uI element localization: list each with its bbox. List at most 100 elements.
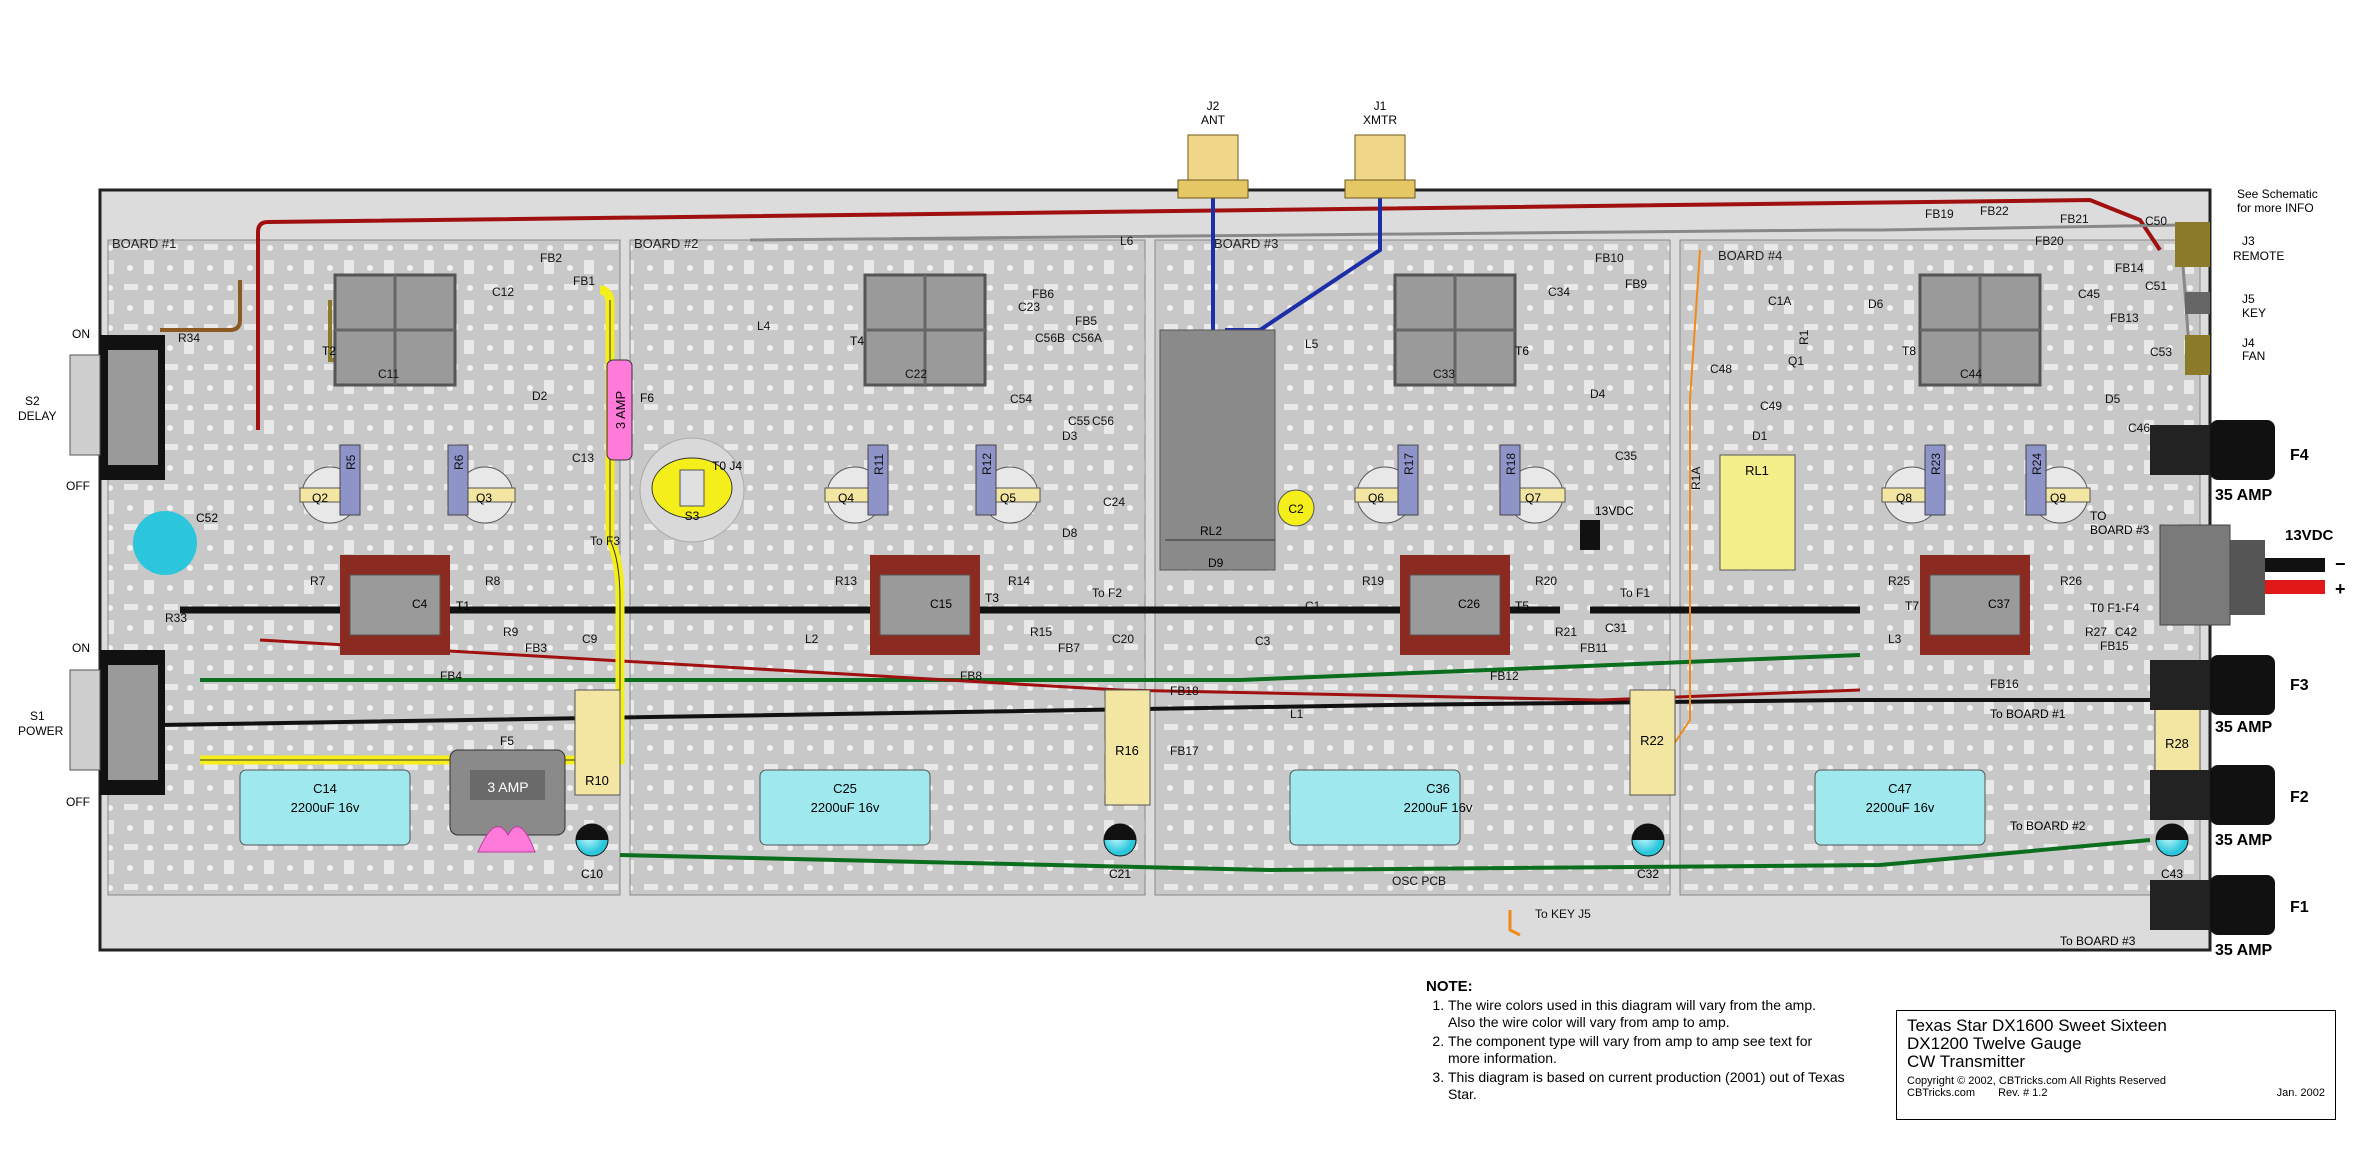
- resistor-r10: R10: [574, 689, 621, 796]
- r13-label: R13: [835, 574, 857, 588]
- fb6-label: FB6: [1032, 287, 1054, 301]
- s3-label: S3: [685, 509, 700, 523]
- t1-label: T1: [456, 599, 470, 613]
- l5-label: L5: [1305, 337, 1319, 351]
- minus-label: −: [2335, 554, 2346, 574]
- f6-rating: 3 AMP: [613, 391, 628, 429]
- c20-label: C20: [1112, 632, 1134, 646]
- c42-label: C42: [2115, 625, 2137, 639]
- title-block: Texas Star DX1600 Sweet Sixteen DX1200 T…: [1896, 1010, 2336, 1120]
- f1-amp: 35 AMP: [2215, 942, 2273, 959]
- r22-label: R22: [1640, 733, 1664, 748]
- j2-sub: ANT: [1201, 113, 1226, 127]
- q3-label: Q3: [476, 491, 492, 505]
- fuse-holder-f1: F1 35 AMP: [2150, 875, 2309, 959]
- l3-label: L3: [1888, 632, 1902, 646]
- switch-s2: ON OFF S2 DELAY: [18, 327, 165, 493]
- cap-c36: C36 2200uF 16v: [1289, 769, 1473, 846]
- r9-label: R9: [503, 625, 519, 639]
- cap-c10: C10: [575, 823, 609, 881]
- r1a-label: R1A: [1689, 467, 1703, 490]
- r11-label: R11: [872, 454, 886, 475]
- cap-c25: C25 2200uF 16v: [759, 769, 931, 846]
- s2-label: S2: [25, 394, 40, 408]
- fb13-label: FB13: [2110, 311, 2139, 325]
- transistor-q4: Q4: [824, 444, 889, 524]
- c21-label: C21: [1109, 867, 1131, 881]
- c4-label: C4: [412, 597, 428, 611]
- j1-sub: XMTR: [1363, 113, 1397, 127]
- vdc13-label: 13VDC: [1595, 504, 1634, 518]
- r19-label: R19: [1362, 574, 1384, 588]
- fb21-label: FB21: [2060, 212, 2089, 226]
- board-4-label: BOARD #4: [1718, 248, 1782, 263]
- c34-label: C34: [1548, 285, 1570, 299]
- relay-rl1: RL1: [1719, 454, 1796, 571]
- r6-label: R6: [452, 454, 466, 470]
- s1-off: OFF: [66, 795, 90, 809]
- to-f2-label: To F2: [1092, 586, 1122, 600]
- c54-label: C54: [1010, 392, 1032, 406]
- c11-label: C11: [378, 367, 399, 381]
- fb1-label: FB1: [573, 274, 595, 288]
- c23-label: C23: [1018, 300, 1040, 314]
- r33-label: R33: [165, 611, 187, 625]
- brown-wire-s2: [160, 280, 242, 332]
- r14-label: R14: [1008, 574, 1030, 588]
- transformer-t5: C26 T5: [1400, 555, 1529, 655]
- t3-label: T3: [985, 591, 999, 605]
- c15-label: C15: [930, 597, 952, 611]
- s1-label: S1: [30, 709, 45, 723]
- to-board3-label: TO: [2090, 509, 2106, 523]
- f6-label: F6: [640, 391, 654, 405]
- c48-label: C48: [1710, 362, 1732, 376]
- c22-label: C22: [905, 367, 927, 381]
- board-labels: BOARD #1 BOARD #2 BOARD #3 BOARD #4: [112, 236, 1782, 263]
- q6-label: Q6: [1368, 491, 1384, 505]
- bypass-caps: C10 C21 C32 C43: [575, 823, 2189, 881]
- fb16-label: FB16: [1990, 677, 2019, 691]
- transformer-t4: T4: [850, 273, 987, 387]
- f3-label: F3: [2290, 677, 2309, 694]
- title-line-3: CW Transmitter: [1907, 1052, 2026, 1071]
- to-board3b-label: To BOARD #3: [2060, 934, 2136, 948]
- fb12-label: FB12: [1490, 669, 1519, 683]
- connector-j1: J1 XMTR: [1344, 99, 1416, 199]
- transistors: Q2 Q3 Q4 Q5 Q6: [299, 444, 2091, 524]
- red-top-wire: [256, 197, 2162, 430]
- to-key-label: To KEY J5: [1535, 907, 1591, 921]
- output-transformers: C4 T1 C15 T3 C26 T5 C37 T7: [340, 555, 2030, 655]
- to-f1-label: To F1: [1620, 586, 1650, 600]
- see-schematic-2: for more INFO: [2237, 201, 2314, 215]
- j4-label: J4: [2242, 336, 2255, 350]
- fuse-f6: 3 AMP F6: [606, 359, 654, 461]
- note-item: The component type will vary from amp to…: [1448, 1033, 1846, 1067]
- green-lower: [619, 838, 2151, 873]
- s1-sub: POWER: [18, 724, 64, 738]
- rl2-label: RL2: [1200, 524, 1222, 538]
- f2-label: F2: [2290, 789, 2309, 806]
- d4-label: D4: [1590, 387, 1606, 401]
- r7-label: R7: [310, 574, 326, 588]
- j4-sub: FAN: [2242, 349, 2265, 363]
- t6-label: T6: [1515, 344, 1529, 358]
- r17-label: R17: [1402, 453, 1416, 475]
- c36-value: 2200uF 16v: [1404, 800, 1473, 815]
- transformer-t7: C37 T7: [1905, 555, 2030, 655]
- fb2-label: FB2: [540, 251, 562, 265]
- r27-label: R27: [2085, 625, 2107, 639]
- component-labels: FB1 FB2 FB3 FB4 FB5 FB6 FB7 FB8 FB9 FB10…: [165, 204, 2172, 921]
- fb5-label: FB5: [1075, 314, 1097, 328]
- transistor-q7: Q7: [1499, 444, 1566, 524]
- title-line-1: Texas Star DX1600 Sweet Sixteen: [1907, 1016, 2167, 1035]
- transistor-q6: Q6: [1354, 444, 1419, 524]
- title-line-2: DX1200 Twelve Gauge: [1907, 1034, 2082, 1053]
- transistor-q9: Q9: [2025, 444, 2091, 524]
- r34-label: R34: [178, 331, 200, 345]
- gray-top-wire: [749, 223, 2192, 361]
- transistor-q2: Q2: [299, 444, 361, 524]
- thermostat-s3: S3 T0 J4: [639, 437, 745, 543]
- r24-label: R24: [2030, 453, 2044, 475]
- note-item: This diagram is based on current product…: [1448, 1069, 1846, 1103]
- c36-label: C36: [1426, 781, 1450, 796]
